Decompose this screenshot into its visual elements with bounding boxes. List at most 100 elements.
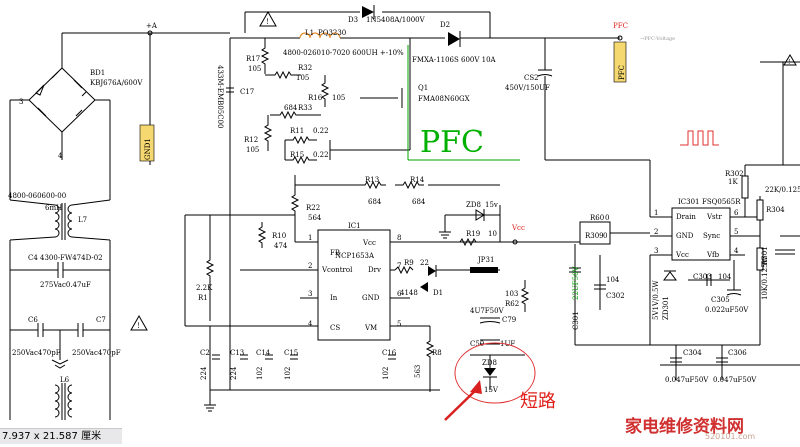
- r33-value: 684: [284, 104, 298, 112]
- bd1-value: KBJ676A/600V: [90, 79, 143, 87]
- zener-zd301-c303-c305: ZD301 5V1V/0.5W C303 104 C305 0.022uF50V: [652, 260, 749, 320]
- status-bar-dimensions: 7.937 x 21.587 厘米: [0, 428, 122, 444]
- watermark-text: 家电维修资料网: [625, 417, 744, 437]
- pfc-title: PFC: [420, 125, 484, 160]
- r16-ref: R16: [308, 94, 323, 102]
- q1-ref: Q1: [418, 84, 428, 92]
- choke-l6: L6: [54, 376, 73, 420]
- pfc-out-label: →PFC-Voltage: [640, 36, 675, 42]
- svg-text:!: !: [788, 59, 790, 66]
- c79-ref: C79: [502, 316, 516, 324]
- vcc-filter: 103 R62 4U7F50V C79 C50 1UF ZD8 15V: [470, 280, 530, 394]
- ic1-pin-gnd: GND: [362, 294, 380, 302]
- c305-ref: C305: [711, 296, 730, 304]
- gnd1-text: GND1: [144, 138, 152, 160]
- vcc-section: R19 10 ZD8 15v Vcc: [439, 201, 580, 247]
- mosfet-q1: Q1 FMA08N60GX: [360, 38, 470, 150]
- diode-d3: D3 1N5408A/1000V: [348, 5, 426, 24]
- c13-ref: C13: [230, 349, 244, 357]
- r22-value: 564: [308, 214, 322, 222]
- c4-sub: 275Vac0.47uF: [40, 281, 91, 289]
- r12-ref: R12: [244, 136, 258, 144]
- r8-value: 563: [414, 365, 422, 378]
- r19-ref: R19: [466, 230, 480, 238]
- c302-value: 104: [606, 276, 620, 284]
- resistors-feedback: R17 105 R32 105 R16 105 684 R33 R12 105 …: [244, 38, 410, 165]
- r32-value: 105: [296, 74, 309, 82]
- r17-ref: R17: [246, 55, 260, 63]
- c4-ref: C4: [28, 254, 38, 262]
- capacitors-c304-c306: C304 0.047uF50V C306 0.047uF50V: [660, 345, 800, 384]
- r8-ref: R8: [432, 349, 442, 357]
- resistors-r10-r1: R10 474 2.2K R1: [184, 214, 295, 326]
- pulse-waveform-icon: [680, 130, 719, 146]
- zd301-value: 5V1V/0.5W: [652, 279, 660, 320]
- capacitor-cs2: CS2 450V/150UF: [505, 69, 553, 160]
- ic301-pin-sync: Sync: [703, 232, 720, 240]
- d3-ref: D3: [348, 16, 358, 24]
- r10-value: 474: [274, 242, 288, 250]
- bridge-rectifier-bd1: BD1 KBJ676A/600V 3 4: [9, 32, 150, 160]
- c306-value: 0.047uF50V: [713, 376, 757, 384]
- warning-triangle-left: !: [130, 314, 148, 331]
- c4-value: 4300-FW474D-02: [40, 254, 103, 262]
- l1-sub: 4800-026010-7020 600UH +-10%: [283, 49, 404, 57]
- ic1-ref: IC1: [348, 222, 361, 230]
- r14-value: 684: [412, 198, 426, 206]
- bd1-ref: BD1: [90, 69, 105, 77]
- jp31-ref: JP31: [477, 256, 494, 264]
- c50-ref: C50: [470, 340, 484, 348]
- watermark-url: 520101.com: [705, 432, 756, 441]
- c301-ref: C301: [572, 311, 580, 330]
- c301-value: 22UF50V: [572, 265, 580, 300]
- short-circuit-annotation: 短路: [444, 342, 556, 421]
- ic301-pin1-num: 1: [654, 209, 658, 217]
- c304-value: 0.047uF50V: [665, 376, 709, 384]
- c7-ref: C7: [96, 316, 106, 324]
- top-rail: [150, 11, 620, 390]
- ic1-pin7-num: 7: [397, 262, 401, 270]
- ic301-pin-vfb: Vfb: [706, 251, 720, 259]
- d1-ref: D1: [433, 289, 443, 297]
- r301-value: 10K/0.125W: [761, 255, 769, 300]
- ic301-pin-vcc: Vcc: [675, 251, 689, 259]
- r1-ref: R1: [198, 294, 208, 302]
- c15-ref: C15: [284, 349, 298, 357]
- pfc-region: PFC: [407, 45, 520, 161]
- r15-value: 0.22: [313, 151, 329, 159]
- svg-text:!: !: [266, 18, 269, 26]
- r10-ref: R10: [272, 232, 286, 240]
- l1-value: PQ3230: [318, 29, 346, 37]
- c303-value: 104: [718, 273, 732, 281]
- c2-value: 224: [200, 366, 208, 380]
- ic301-pin3-num: 3: [654, 247, 658, 255]
- c13-value: 224: [230, 366, 238, 380]
- c14-value: 102: [256, 367, 264, 380]
- ic301-pin4-num: 4: [734, 247, 739, 255]
- c304-ref: C304: [683, 349, 702, 357]
- c17-value: 433M-EMB05C00: [216, 65, 224, 129]
- r16-value: 105: [332, 94, 345, 102]
- c6-value: 250Vac470pF: [12, 349, 61, 357]
- c17-ref: C17: [240, 88, 254, 96]
- r60-value: 0: [605, 214, 609, 222]
- r14-ref: R14: [410, 176, 425, 184]
- gate-drive: R9 22 4148 D1 JP31: [394, 256, 500, 297]
- r17-value: 105: [248, 65, 261, 73]
- ic1-value: NCP1653A: [335, 252, 375, 260]
- c7-value: 250Vac470pF: [72, 349, 121, 357]
- r302-value: 1K: [728, 178, 738, 186]
- plus-a-label: +A: [146, 22, 158, 30]
- gnd1-label: GND1: [139, 124, 155, 162]
- c306-ref: C306: [728, 349, 747, 357]
- c16-ref: C16: [382, 349, 397, 357]
- ic1-pin8-num: 8: [397, 234, 401, 242]
- pfc-net-label: PFC: [613, 22, 628, 30]
- c16-value: 102: [382, 367, 390, 380]
- ic301-fsq0565r: IC301 FSQ0565R Drain Vstr GND Sync Vcc V…: [545, 159, 760, 345]
- ic1-pin2-num: 2: [308, 262, 312, 270]
- zd8-bot-ref: ZD8: [482, 359, 497, 367]
- r11-value: 0.22: [313, 127, 329, 135]
- r19-value: 10: [488, 230, 497, 238]
